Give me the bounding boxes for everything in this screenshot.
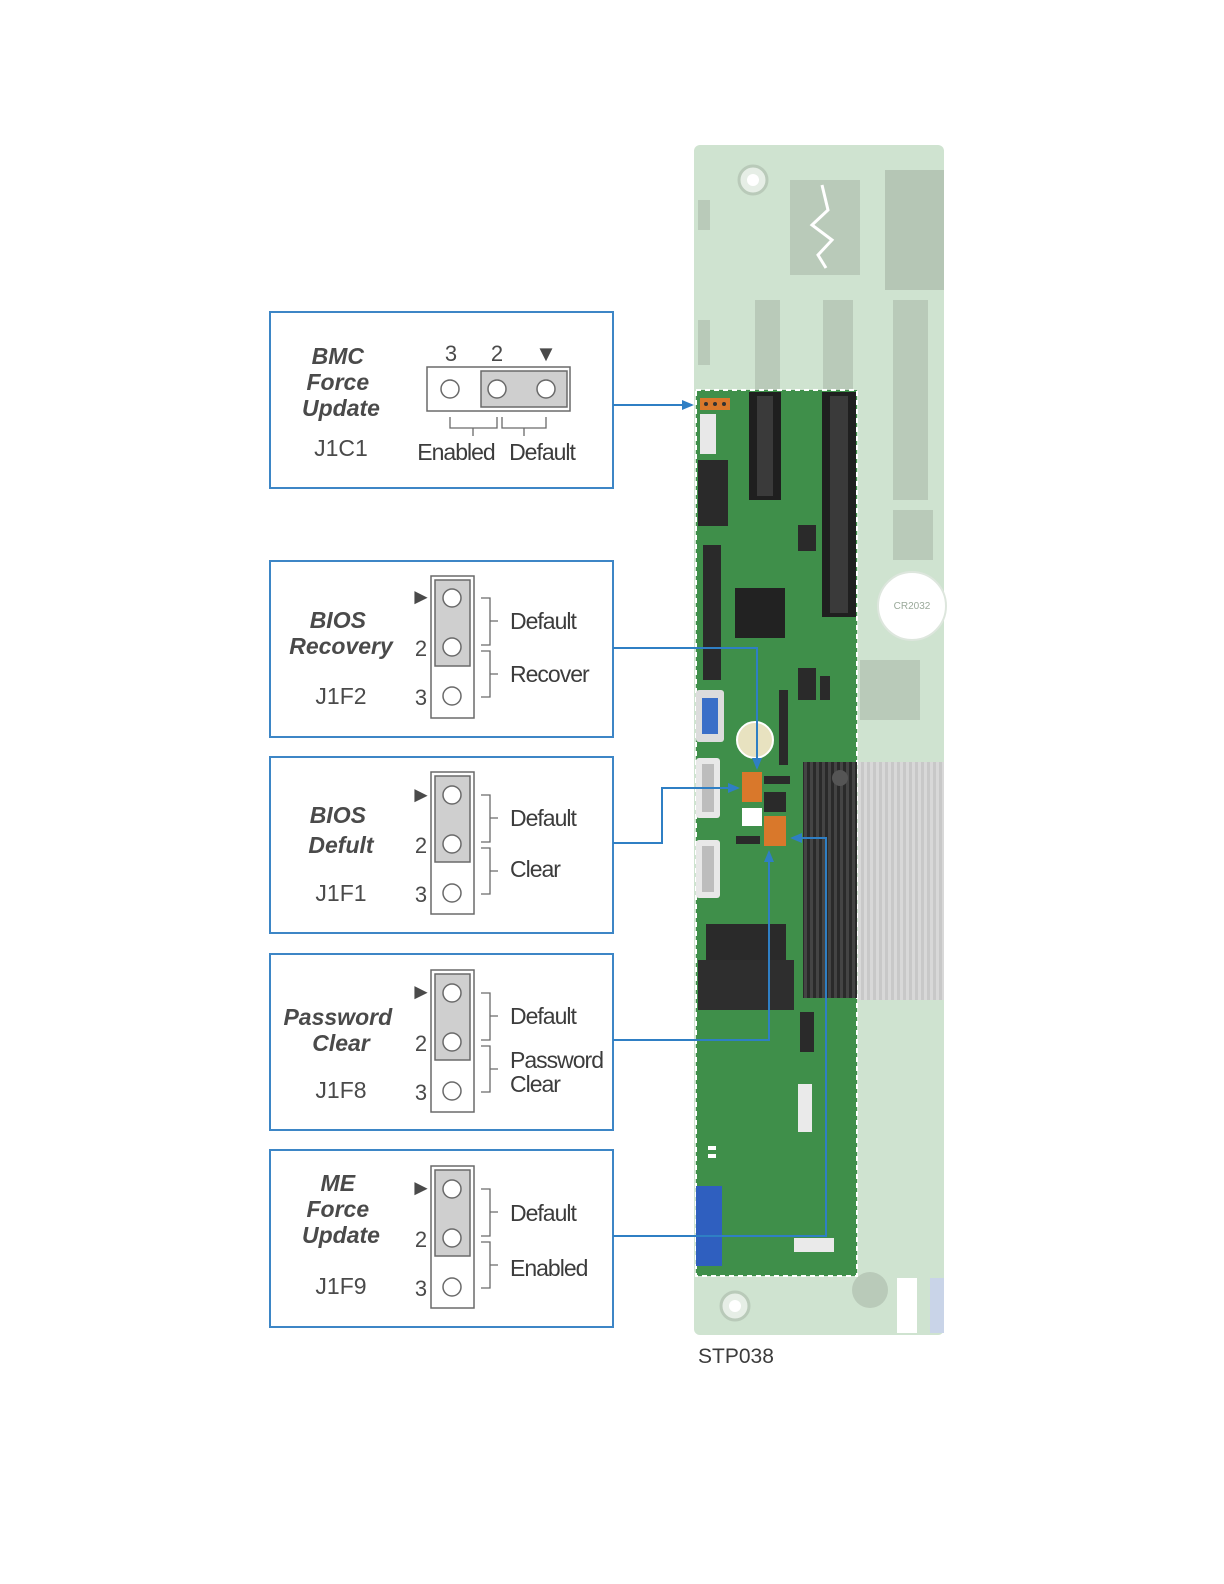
jumper-callout-bios-recovery: BIOS Recovery J1F2 ► 2 3 Default Recover	[270, 561, 613, 737]
setting-label: Default	[510, 608, 577, 634]
pin-number-label: 3	[415, 1080, 427, 1105]
setting-label: Clear	[510, 856, 561, 882]
pin-number-label: 2	[415, 1031, 427, 1056]
pin-number-label: 2	[491, 341, 503, 366]
pin-number-label: 3	[415, 1276, 427, 1301]
jumper-title: BMC Force Update	[302, 343, 380, 421]
pin-number-label: 3	[415, 882, 427, 907]
battery-label: CR2032	[894, 601, 931, 612]
pin-number-label: 2	[415, 636, 427, 661]
jumper-id: J1F1	[315, 880, 366, 906]
setting-label: Clear	[510, 1071, 561, 1097]
pin-number-label: 2	[415, 833, 427, 858]
setting-label: Enabled	[510, 1255, 588, 1281]
jumper-callout-bios-default: BIOS Defult J1F1 ► 2 3 Default Clear	[270, 757, 613, 933]
jumper-callout-bmc-force-update: BMC Force Update J1C1 3 2 ▼ Enabled Defa…	[270, 312, 613, 488]
setting-label: Recover	[510, 661, 590, 687]
figure-id: STP038	[698, 1345, 774, 1368]
jumper-callout-password-clear: Password Clear J1F8 ► 2 3 Default Passwo…	[270, 954, 613, 1130]
pin-1-marker: ►	[410, 782, 432, 807]
jumper-id: J1F8	[315, 1077, 366, 1103]
jumper-id: J1F9	[315, 1273, 366, 1299]
pin-1-marker: ►	[410, 979, 432, 1004]
pin-1-marker: ▼	[535, 341, 557, 366]
pin-number-label: 3	[415, 685, 427, 710]
setting-label: Enabled	[417, 439, 495, 465]
pin-1-marker: ►	[410, 584, 432, 609]
setting-label: Default	[510, 1003, 577, 1029]
jumper-id: J1F2	[315, 683, 366, 709]
pin-number-label: 3	[445, 341, 457, 366]
jumper-callout-me-force-update: ME Force Update J1F9 ► 2 3 Default Enabl…	[270, 1150, 613, 1327]
jumper-id: J1C1	[314, 435, 368, 461]
setting-label: Default	[509, 439, 576, 465]
setting-label: Default	[510, 1200, 577, 1226]
motherboard: CR2032	[694, 145, 946, 1335]
setting-label: Default	[510, 805, 577, 831]
setting-label: Password	[510, 1047, 603, 1073]
pin-number-label: 2	[415, 1227, 427, 1252]
pin-1-marker: ►	[410, 1175, 432, 1200]
